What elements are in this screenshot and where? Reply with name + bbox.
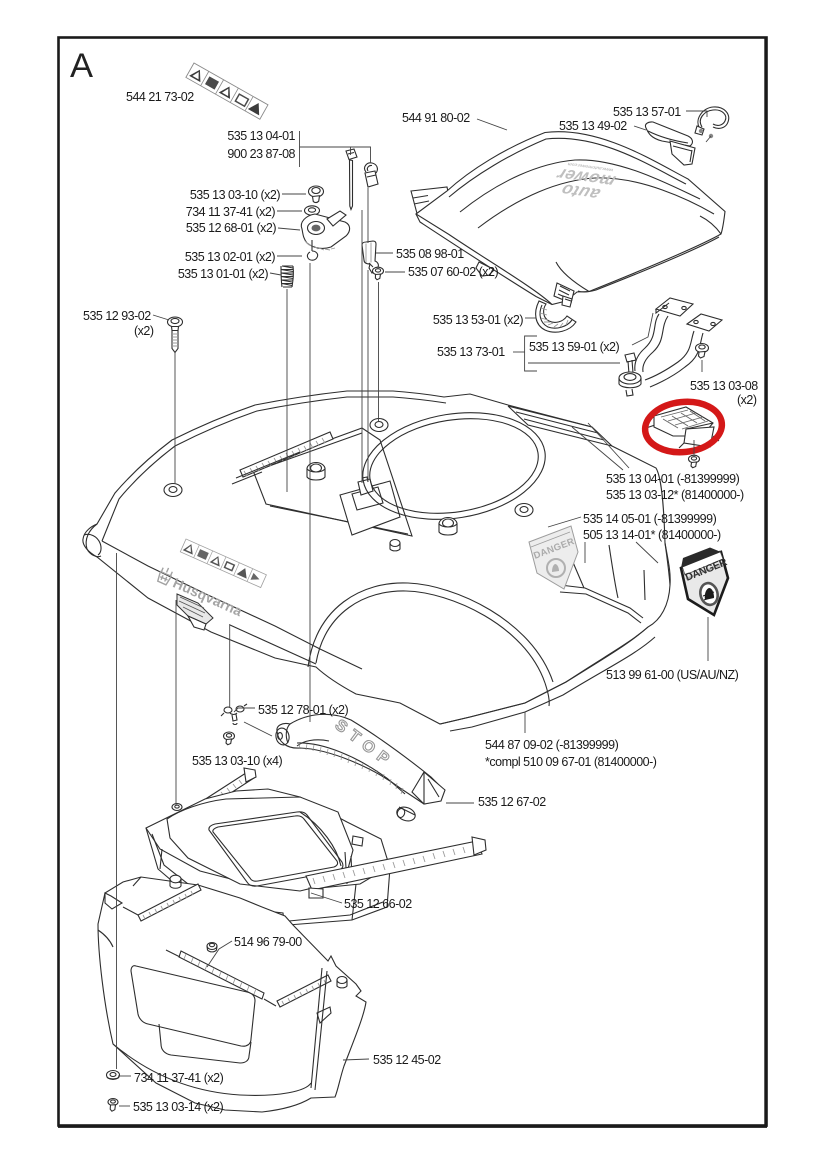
svg-text:535 12 93-02: 535 12 93-02: [83, 309, 151, 323]
svg-text:535 12 66-02: 535 12 66-02: [344, 897, 412, 911]
svg-text:535 13 03-10 (x2): 535 13 03-10 (x2): [190, 188, 281, 202]
svg-text:544 91 80-02: 544 91 80-02: [402, 111, 470, 125]
svg-text:535 13 03-08: 535 13 03-08: [690, 379, 758, 393]
svg-text:535 14 05-01 (-81399999): 535 14 05-01 (-81399999): [583, 512, 717, 526]
svg-text:535 13 57-01: 535 13 57-01: [613, 105, 681, 119]
svg-text:535 13 03-10 (x4): 535 13 03-10 (x4): [192, 754, 283, 768]
svg-text:535 13 01-01 (x2): 535 13 01-01 (x2): [178, 267, 269, 281]
svg-text:734 11 37-41 (x2): 734 11 37-41 (x2): [134, 1071, 224, 1085]
svg-text:535 13 03-12* (81400000-): 535 13 03-12* (81400000-): [606, 488, 744, 502]
svg-text:535 13 59-01 (x2): 535 13 59-01 (x2): [529, 340, 620, 354]
svg-text:535 12 78-01 (x2): 535 12 78-01 (x2): [258, 703, 349, 717]
svg-text:535 13 04-01 (-81399999): 535 13 04-01 (-81399999): [606, 472, 740, 486]
svg-text:514 96 79-00: 514 96 79-00: [234, 935, 302, 949]
svg-text:535 13 03-14 (x2): 535 13 03-14 (x2): [133, 1100, 224, 1114]
svg-text:*compl 510 09 67-01 (81400000-: *compl 510 09 67-01 (81400000-): [485, 755, 657, 769]
svg-text:535 07 60-02 (x2): 535 07 60-02 (x2): [408, 265, 499, 279]
svg-text:535 12 67-02: 535 12 67-02: [478, 795, 546, 809]
svg-text:535 13 73-01: 535 13 73-01: [437, 345, 505, 359]
svg-text:505 13 14-01* (81400000-): 505 13 14-01* (81400000-): [583, 528, 721, 542]
svg-text:544 87 09-02 (-81399999): 544 87 09-02 (-81399999): [485, 738, 619, 752]
svg-text:900 23 87-08: 900 23 87-08: [227, 147, 295, 161]
svg-text:(x2): (x2): [134, 324, 154, 338]
svg-text:535 12 45-02: 535 12 45-02: [373, 1053, 441, 1067]
svg-text:734 11 37-41 (x2): 734 11 37-41 (x2): [186, 205, 276, 219]
svg-text:535 13 53-01 (x2): 535 13 53-01 (x2): [433, 313, 524, 327]
svg-text:www.automower.com: www.automower.com: [567, 162, 615, 173]
svg-text:(x2): (x2): [737, 393, 757, 407]
svg-text:544 21 73-02: 544 21 73-02: [126, 90, 194, 104]
svg-text:513 99 61-00 (US/AU/NZ): 513 99 61-00 (US/AU/NZ): [606, 668, 739, 682]
svg-text:535 12 68-01 (x2): 535 12 68-01 (x2): [186, 221, 277, 235]
svg-text:535 13 04-01: 535 13 04-01: [227, 129, 295, 143]
svg-text:535 13 02-01 (x2): 535 13 02-01 (x2): [185, 250, 276, 264]
svg-text:A: A: [70, 47, 93, 85]
svg-text:535 08 98-01: 535 08 98-01: [396, 247, 464, 261]
svg-text:535 13 49-02: 535 13 49-02: [559, 119, 627, 133]
